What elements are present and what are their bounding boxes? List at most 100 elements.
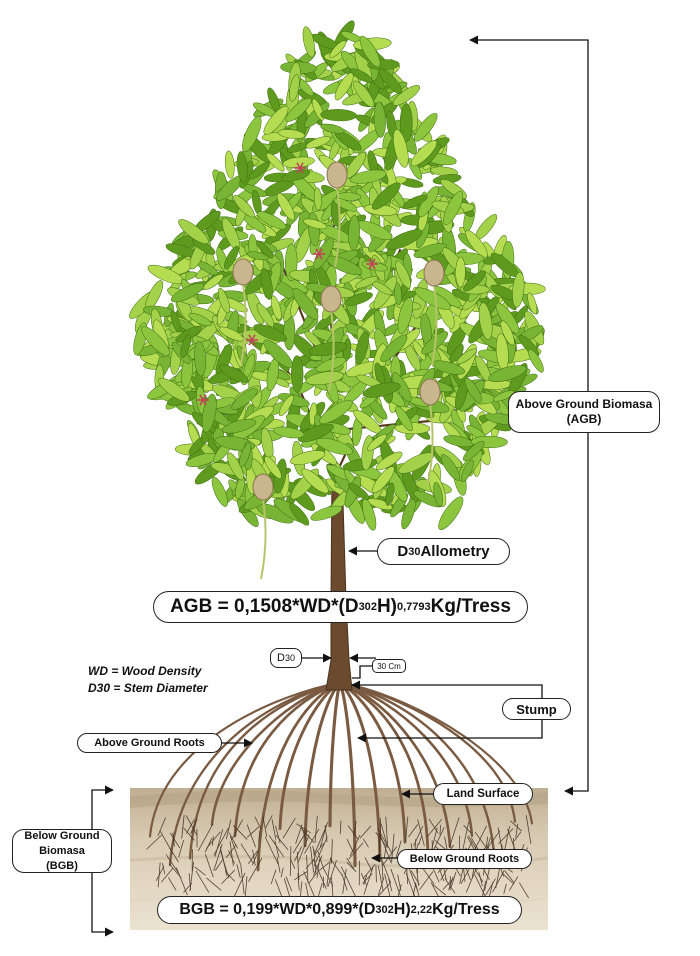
fine-root bbox=[510, 820, 522, 832]
flower-petal bbox=[371, 258, 376, 265]
flower-petal bbox=[251, 339, 256, 346]
leaf bbox=[224, 150, 235, 179]
leaf bbox=[352, 80, 375, 108]
fine-root bbox=[183, 882, 193, 893]
leaf bbox=[277, 129, 306, 139]
fine-root bbox=[195, 870, 210, 893]
fine-root bbox=[448, 876, 454, 891]
prop-root bbox=[256, 683, 337, 872]
flower-petal bbox=[199, 394, 204, 401]
fine-root bbox=[359, 825, 372, 839]
fine-root bbox=[313, 855, 323, 876]
leaf bbox=[402, 194, 428, 209]
leaf bbox=[443, 190, 464, 225]
leaf bbox=[256, 240, 274, 259]
leaf bbox=[219, 364, 249, 383]
fine-root bbox=[183, 827, 195, 841]
fine-root bbox=[313, 848, 317, 874]
height-30cm-text: 30 Cm bbox=[377, 661, 401, 671]
leaf bbox=[398, 452, 434, 474]
fine-root bbox=[248, 857, 263, 882]
fine-root bbox=[197, 823, 214, 852]
fine-root bbox=[274, 840, 280, 858]
leaf bbox=[264, 456, 282, 479]
bgb-eq-exp: 2,22 bbox=[410, 904, 433, 916]
fine-root bbox=[304, 828, 320, 854]
legend-d30: D30 = Stem Diameter bbox=[88, 681, 208, 695]
leaf bbox=[289, 74, 300, 102]
fine-root bbox=[181, 815, 185, 839]
fine-root bbox=[214, 829, 224, 857]
fine-root bbox=[230, 836, 242, 866]
leaf bbox=[350, 68, 373, 83]
fine-root bbox=[390, 868, 401, 896]
leaf bbox=[260, 268, 273, 300]
fine-root bbox=[485, 878, 496, 896]
fine-root bbox=[364, 857, 373, 872]
fruit bbox=[419, 378, 441, 406]
fine-root bbox=[503, 883, 507, 895]
leaf bbox=[236, 151, 248, 184]
fine-root bbox=[228, 832, 238, 849]
flower-petal bbox=[315, 253, 320, 260]
agb-eq-d-sub: 30 bbox=[358, 601, 371, 613]
leaf bbox=[438, 496, 464, 530]
fine-root bbox=[405, 816, 409, 842]
fine-root bbox=[280, 867, 284, 878]
fine-root bbox=[275, 825, 281, 844]
fine-root bbox=[331, 877, 334, 897]
leaf bbox=[512, 271, 525, 308]
leaf bbox=[371, 182, 401, 210]
leaf bbox=[313, 187, 322, 211]
fine-root bbox=[313, 836, 328, 867]
fine-root bbox=[271, 819, 277, 840]
leaf bbox=[395, 406, 413, 432]
leaf bbox=[194, 340, 207, 377]
leaf bbox=[455, 256, 466, 288]
fine-root bbox=[346, 838, 354, 853]
leaf bbox=[359, 35, 381, 68]
prop-root bbox=[347, 683, 496, 857]
fine-root bbox=[381, 858, 384, 881]
leaf bbox=[221, 418, 257, 434]
leaf bbox=[273, 426, 305, 439]
fine-root bbox=[213, 827, 229, 856]
fine-root bbox=[162, 863, 166, 875]
flower-petal bbox=[318, 248, 323, 255]
fine-root bbox=[167, 877, 177, 891]
leaf bbox=[367, 498, 393, 511]
fine-root bbox=[377, 865, 384, 892]
fine-root bbox=[194, 866, 206, 876]
fine-root bbox=[316, 858, 320, 879]
fine-root bbox=[347, 825, 359, 841]
allometry-text: Allometry bbox=[420, 543, 490, 560]
fine-root bbox=[190, 818, 198, 834]
fruit bbox=[252, 473, 274, 501]
fine-root bbox=[233, 825, 248, 840]
leaf bbox=[170, 310, 181, 333]
fine-root bbox=[246, 826, 260, 838]
flower-petal bbox=[296, 162, 301, 169]
leaf bbox=[397, 297, 413, 334]
fine-root bbox=[289, 846, 292, 877]
prop-root bbox=[210, 683, 334, 826]
fine-root bbox=[275, 835, 289, 851]
fine-root bbox=[327, 860, 337, 888]
fine-root bbox=[330, 859, 344, 877]
leaf bbox=[180, 334, 191, 358]
fine-root bbox=[362, 873, 373, 884]
fine-root bbox=[157, 817, 166, 837]
land-surface-label: Land Surface bbox=[433, 783, 533, 805]
leaf bbox=[278, 393, 310, 407]
fine-root bbox=[377, 877, 385, 896]
fine-root bbox=[442, 878, 454, 890]
leaf bbox=[257, 211, 287, 230]
fruit-stem bbox=[328, 310, 335, 392]
fine-root bbox=[228, 850, 235, 864]
fruits bbox=[197, 161, 445, 580]
leaf bbox=[203, 274, 224, 290]
bgb-eq-lhs: BGB = 0,199*WD*0,899*(D bbox=[179, 901, 376, 918]
fine-root bbox=[419, 871, 434, 891]
fine-root bbox=[297, 873, 300, 891]
leaf bbox=[367, 434, 387, 451]
